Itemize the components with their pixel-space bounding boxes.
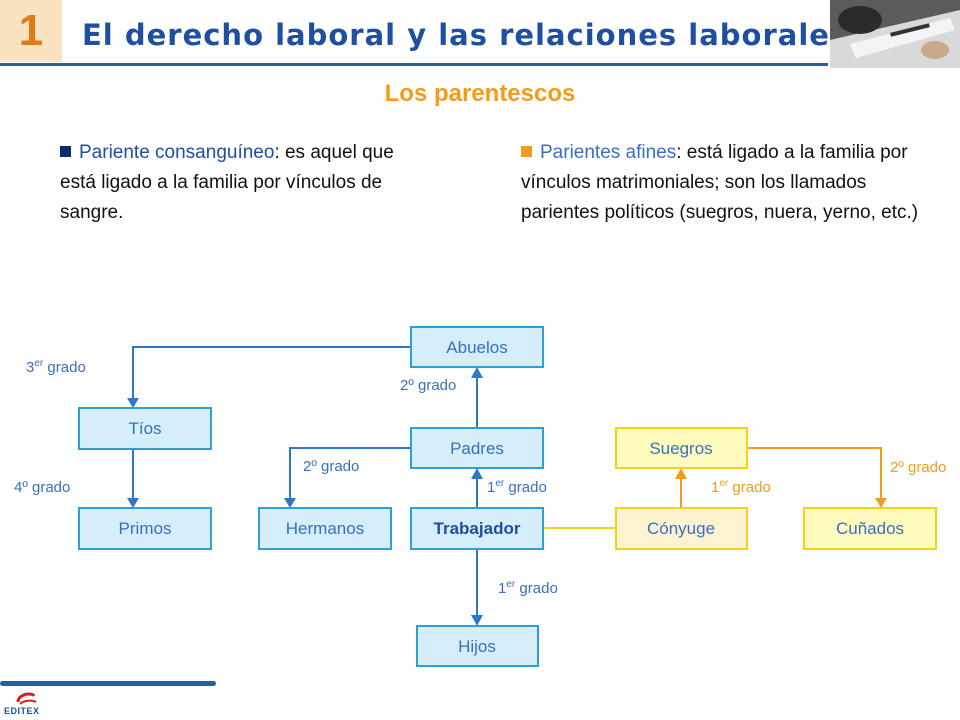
node-label: Padres <box>450 439 504 458</box>
editex-logo-icon <box>16 692 37 705</box>
arrowhead-hermanos <box>284 498 296 508</box>
node-label: Suegros <box>649 439 712 458</box>
connector-suegros-cunados <box>747 447 882 500</box>
degree-label-hermanos: 2º grado <box>303 458 359 475</box>
node-suegros: Suegros <box>615 427 748 469</box>
node-trabajador: Trabajador <box>410 507 544 550</box>
node-label: Cónyuge <box>647 519 715 538</box>
degree-label-cunados: 2º grado <box>890 459 946 476</box>
node-primos: Primos <box>78 507 212 550</box>
node-label: Abuelos <box>446 338 507 357</box>
node-hijos: Hijos <box>416 625 539 667</box>
office-photo-illustration <box>830 0 960 68</box>
bullet-term: Parientes afines <box>540 142 677 163</box>
degree-label-suegros: 1er grado <box>711 478 771 496</box>
node-cunados: Cuñados <box>803 507 937 550</box>
node-abuelos: Abuelos <box>410 326 544 368</box>
bullet-affinity: Parientes afines: está ligado a la famil… <box>521 138 921 228</box>
blood-connectors <box>127 346 483 626</box>
arrowhead-primos <box>127 498 139 508</box>
degree-label-abuelos: 2º grado <box>400 377 456 394</box>
node-tios: Tíos <box>78 407 212 450</box>
bullet-consanguineous: Pariente consanguíneo: es aquel que está… <box>60 138 432 228</box>
node-label: Primos <box>119 519 172 538</box>
node-label: Hijos <box>458 637 496 656</box>
node-label: Trabajador <box>434 519 521 538</box>
footer-divider <box>0 681 216 686</box>
bullet-square-icon <box>60 146 71 157</box>
degree-label-hijos: 1er grado <box>498 579 558 597</box>
node-label: Tíos <box>128 419 161 438</box>
page-title: El derecho laboral y las relaciones labo… <box>82 18 849 52</box>
arrowhead-suegros <box>675 468 687 479</box>
arrowhead-cunados <box>875 498 887 508</box>
node-label: Hermanos <box>286 519 364 538</box>
degree-label-primos: 4º grado <box>14 479 70 496</box>
affinity-connectors <box>543 447 887 529</box>
connector-abuelos-tios <box>132 346 411 400</box>
degree-label-tios: 3er grado <box>26 358 86 376</box>
section-title: Los parentescos <box>384 80 576 107</box>
bullet-text: : está ligado a la familia por vínculos … <box>521 142 919 223</box>
bullet-square-icon <box>521 146 532 157</box>
bullet-text: : es aquel que está ligado a la familia … <box>60 142 394 223</box>
bullet-term: Pariente consanguíneo <box>79 142 275 163</box>
publisher-logo-text: EDITEX <box>4 706 40 716</box>
node-label: Cuñados <box>836 519 904 538</box>
arrowhead-hijos <box>471 615 483 626</box>
arrowhead-abuelos <box>471 367 483 378</box>
node-conyuge: Cónyuge <box>615 507 748 550</box>
chapter-number-badge: 1 <box>0 0 62 62</box>
degree-label-padres: 1er grado <box>487 478 547 496</box>
node-hermanos: Hermanos <box>258 507 392 550</box>
header-photo <box>830 0 960 68</box>
connector-padres-hermanos <box>289 447 411 500</box>
header-divider <box>0 63 828 66</box>
arrowhead-padres <box>471 468 483 479</box>
arrowhead-tios <box>127 398 139 408</box>
node-padres: Padres <box>410 427 544 469</box>
